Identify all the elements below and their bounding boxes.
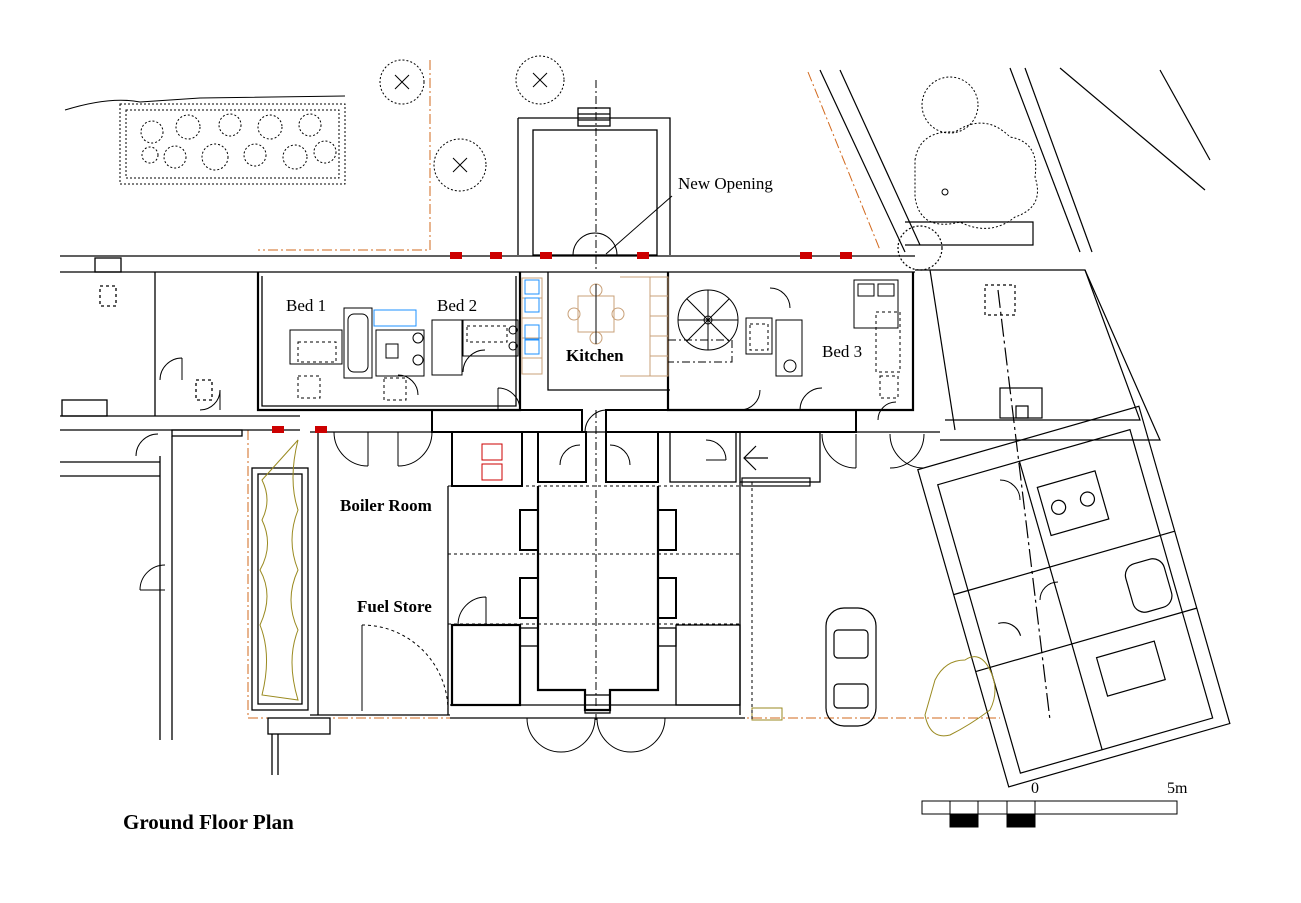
room-label-kitchen: Kitchen xyxy=(566,346,624,365)
room-label-boiler-room: Boiler Room xyxy=(340,496,432,515)
entrance-arrow-icon xyxy=(741,445,811,487)
site-boundary xyxy=(247,60,1000,719)
removed-wall-markers xyxy=(272,252,852,433)
car-icon xyxy=(825,607,877,727)
scale-label-end: 5m xyxy=(1167,780,1188,797)
bedroom-fittings xyxy=(289,279,901,421)
scale-label-start: 0 xyxy=(1031,780,1039,797)
drawing-title: Ground Floor Plan xyxy=(123,810,294,834)
trees-top xyxy=(379,55,1038,229)
right-annex xyxy=(917,405,1231,788)
room-label-fuel-store: Fuel Store xyxy=(357,597,432,616)
annotation-new-opening: New Opening xyxy=(678,174,773,193)
garden-bed-top-left xyxy=(64,95,346,185)
new-opening-leader xyxy=(605,195,673,255)
door-swings xyxy=(135,232,1059,753)
main-walls xyxy=(60,107,940,775)
scale-bar xyxy=(921,800,1178,828)
room-label-bed2: Bed 2 xyxy=(437,296,478,315)
room-label-bed1: Bed 1 xyxy=(286,296,327,315)
hall-grid xyxy=(448,432,821,720)
right-annex-planting xyxy=(924,656,996,737)
kitchen-fittings xyxy=(373,80,733,720)
room-label-bed3: Bed 3 xyxy=(822,342,863,361)
right-wing-walls xyxy=(819,67,1211,721)
